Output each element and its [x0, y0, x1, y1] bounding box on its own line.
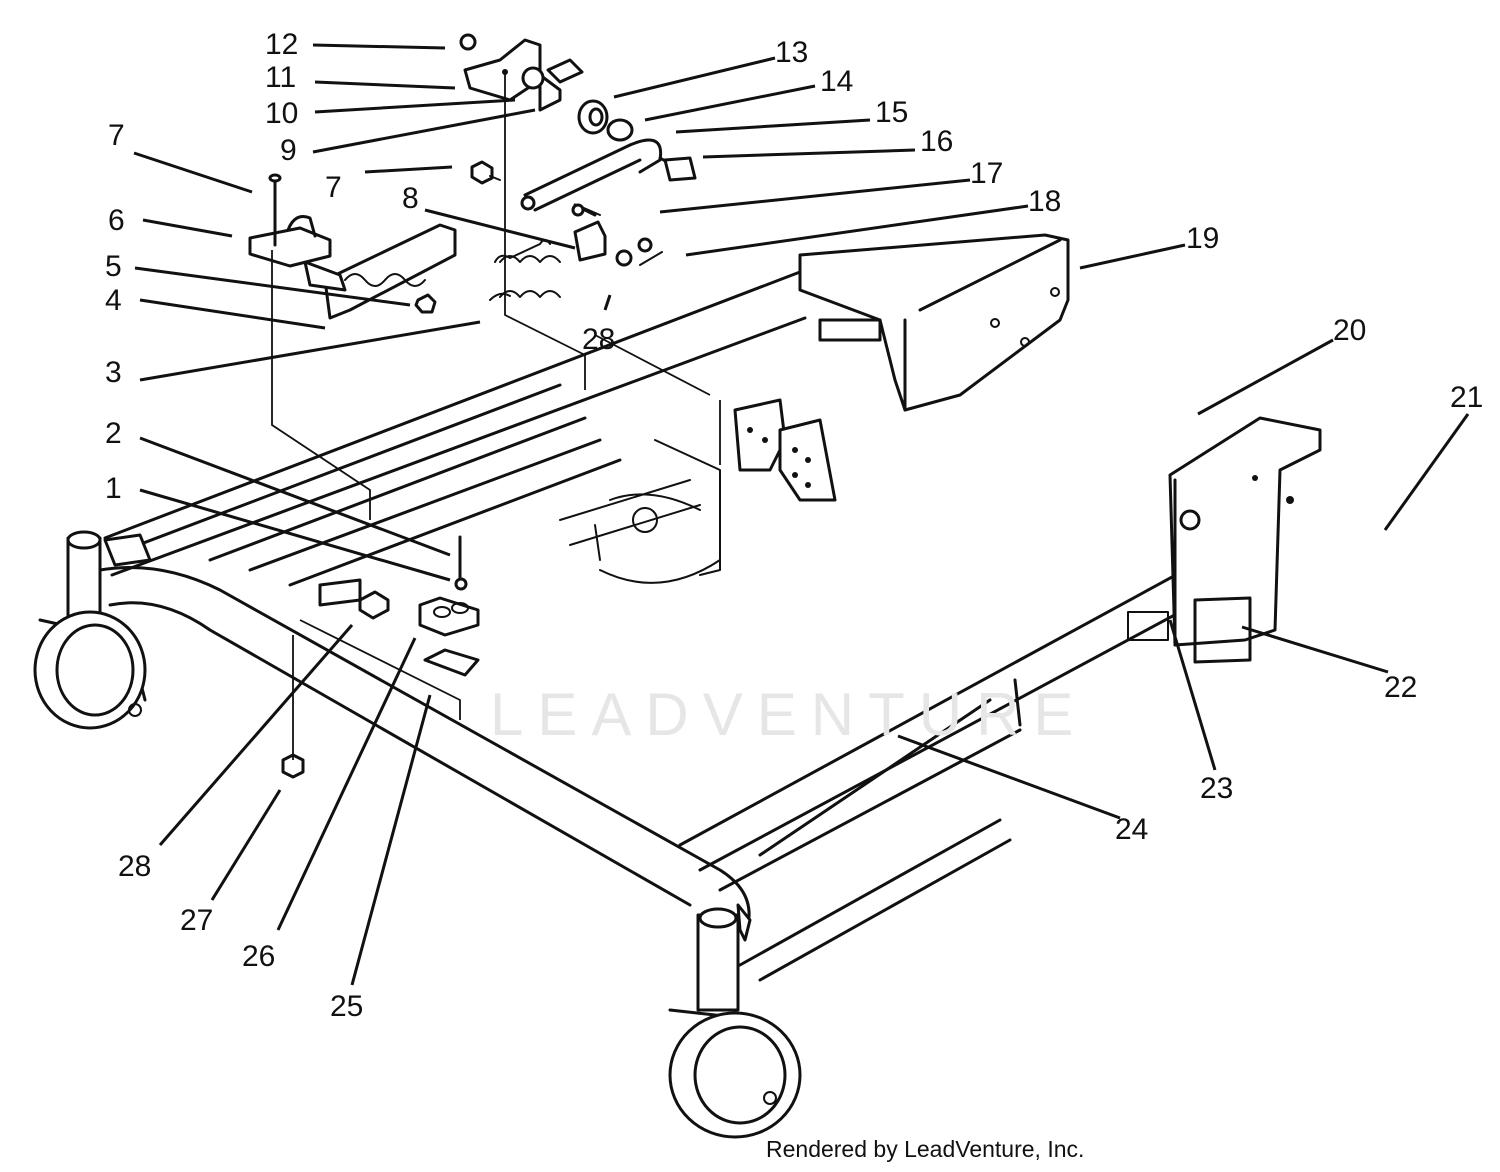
callout-28b: 28	[118, 850, 151, 883]
callout-11: 11	[265, 61, 296, 94]
callout-9: 9	[280, 134, 297, 167]
callout-12: 12	[265, 28, 298, 61]
callout-4: 4	[105, 284, 122, 317]
callout-7b: 7	[325, 171, 342, 204]
callout-27: 27	[180, 904, 213, 937]
callout-21: 21	[1450, 381, 1483, 414]
callout-16: 16	[920, 125, 953, 158]
callout-19: 19	[1186, 222, 1219, 255]
callout-20: 20	[1333, 314, 1366, 347]
callout-6: 6	[108, 204, 125, 237]
callout-8: 8	[402, 182, 419, 215]
callout-14: 14	[820, 65, 853, 98]
callout-26: 26	[242, 940, 275, 973]
callout-18: 18	[1028, 185, 1061, 218]
callout-10: 10	[265, 97, 298, 130]
frame-drawing	[33, 33, 1322, 1139]
callout-22: 22	[1384, 671, 1417, 704]
callout-25: 25	[330, 990, 363, 1023]
callout-2: 2	[105, 417, 122, 450]
callout-5: 5	[105, 250, 122, 283]
callout-labels: 1 2 3 4 5 6 7 7 8 9 10 11 12 13 14 15 16…	[105, 28, 1483, 1023]
callout-3: 3	[105, 356, 122, 389]
footer-credit: Rendered by LeadVenture, Inc.	[766, 1136, 1085, 1162]
callout-13: 13	[775, 36, 808, 69]
callout-1: 1	[105, 472, 122, 505]
leader-lines	[133, 43, 1470, 986]
callout-17: 17	[970, 157, 1003, 190]
watermark-text: LEADVENTURE	[490, 681, 1088, 748]
callout-24: 24	[1115, 813, 1148, 846]
callout-23: 23	[1200, 772, 1233, 805]
callout-7a: 7	[108, 119, 125, 152]
callout-28a: 28	[582, 323, 615, 356]
callout-15: 15	[875, 96, 908, 129]
